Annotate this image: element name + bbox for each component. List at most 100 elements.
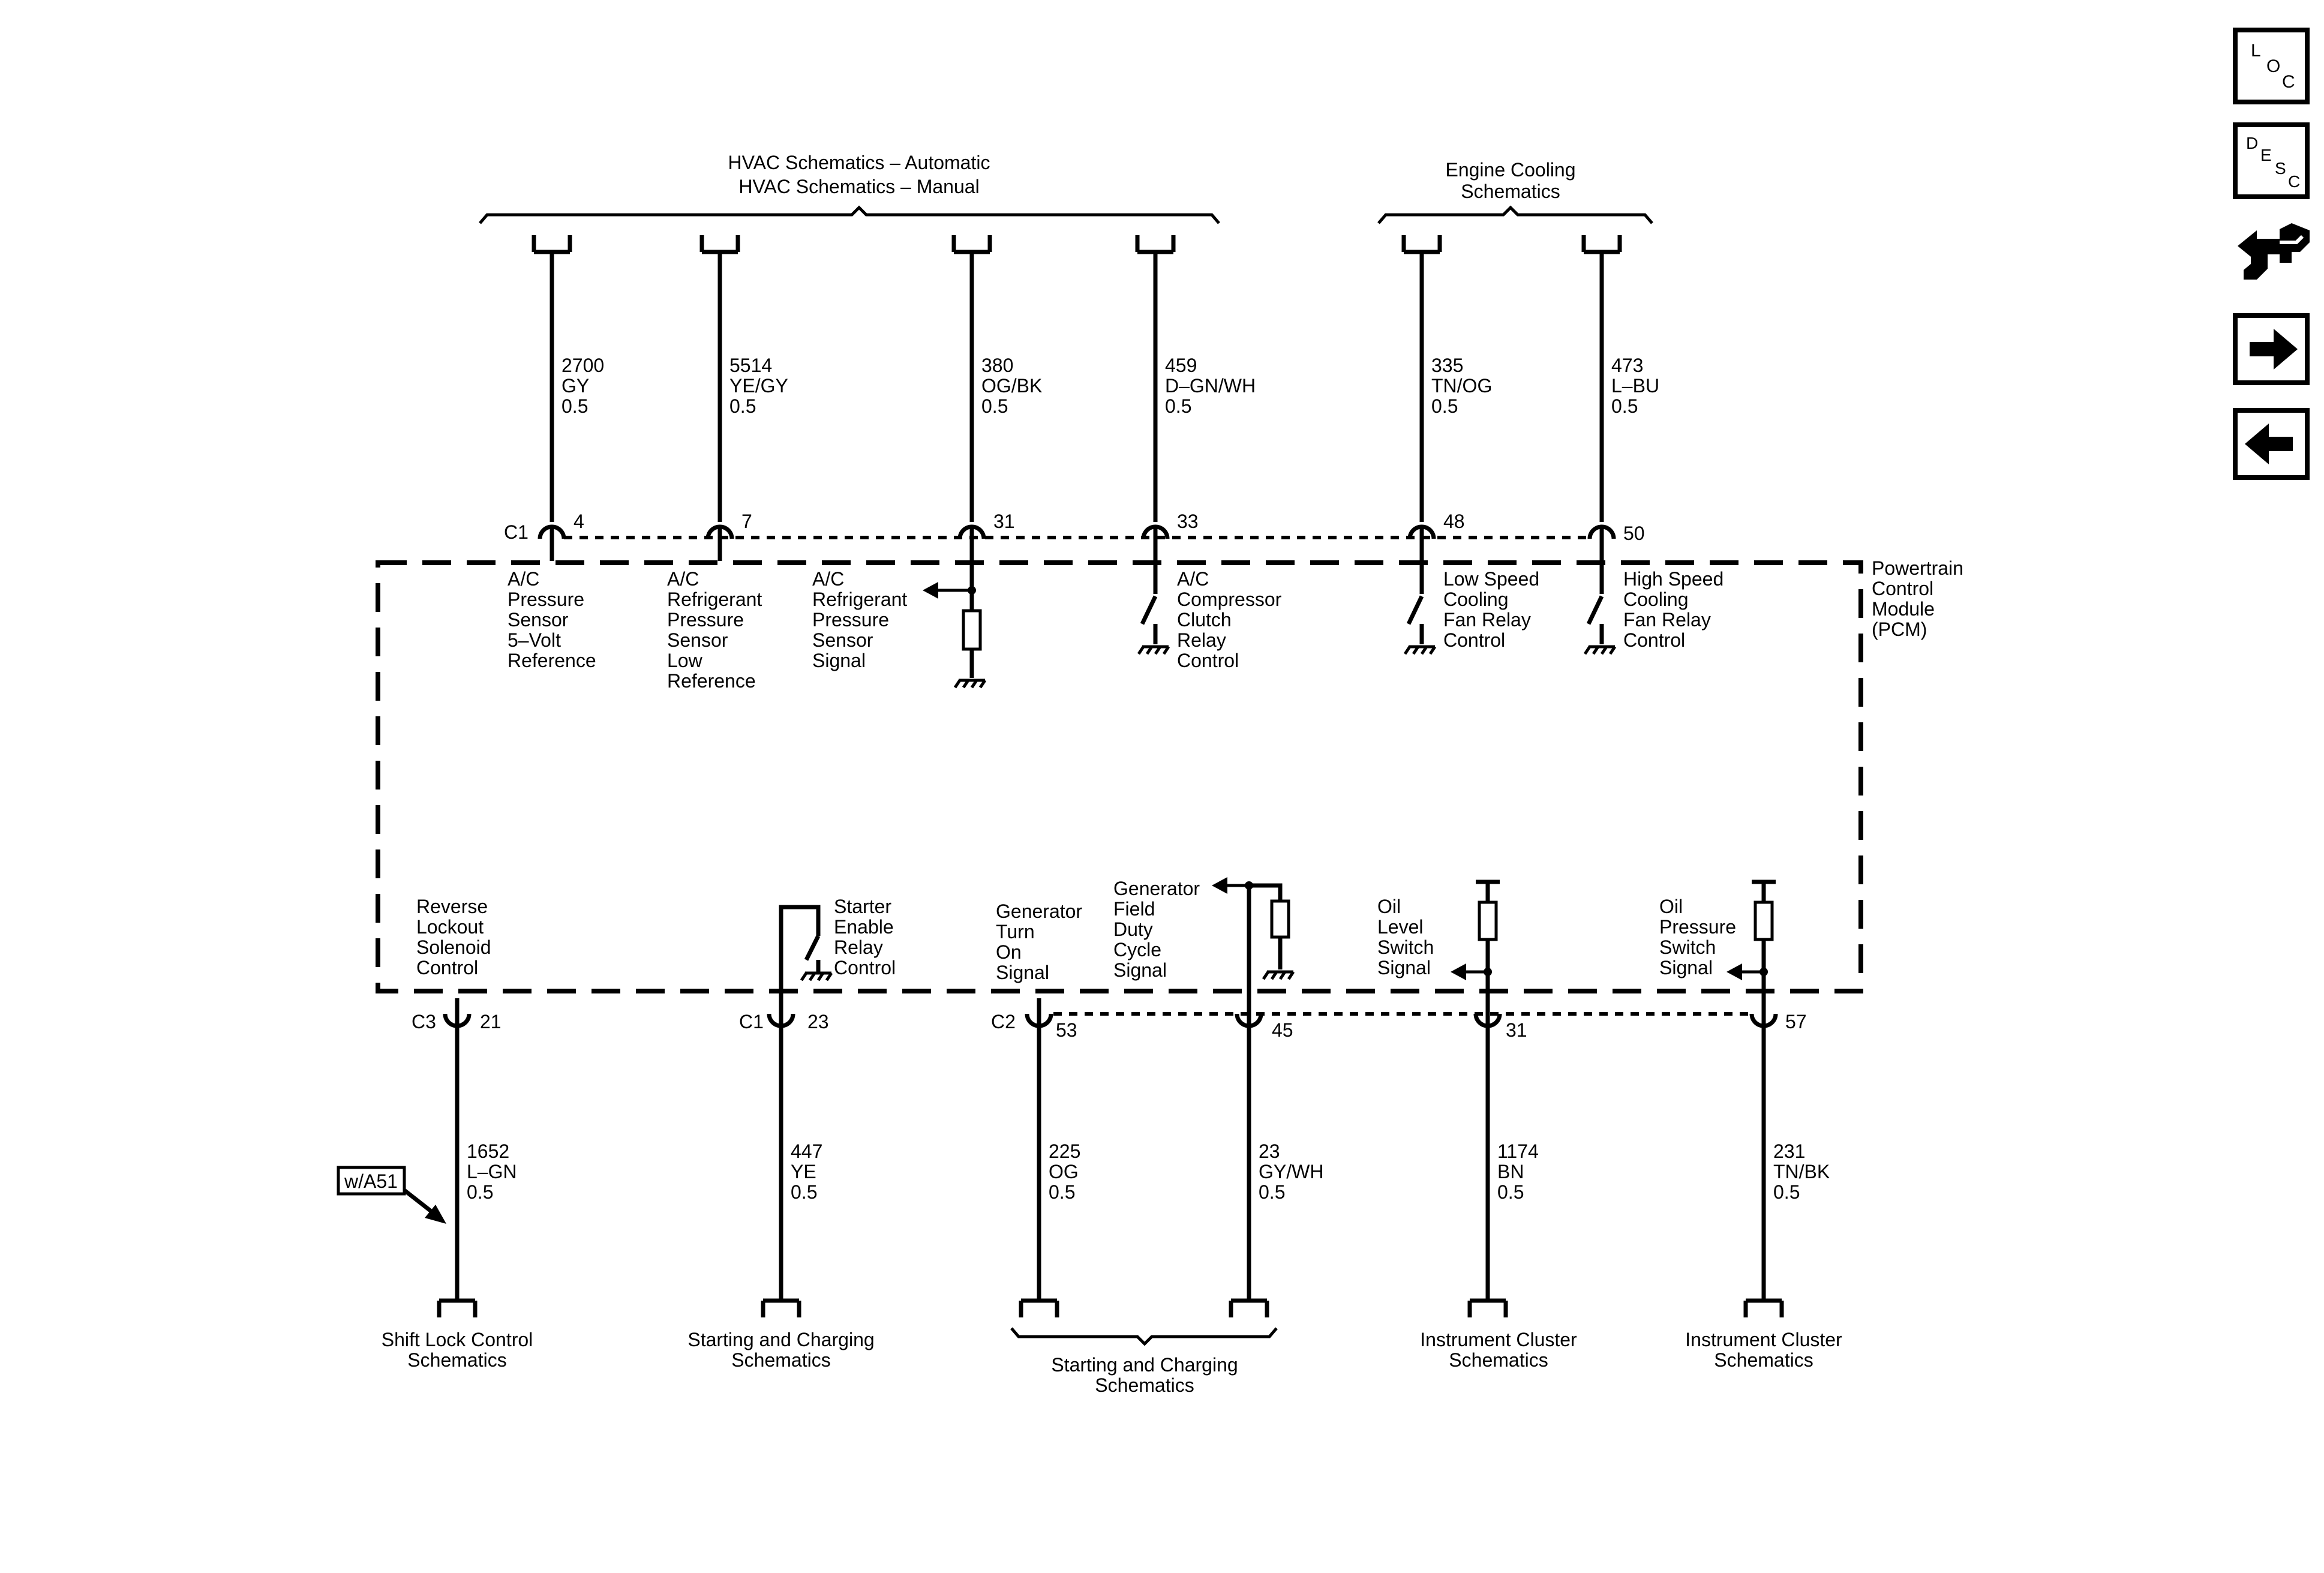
func-text: Field xyxy=(1113,898,1155,920)
wire-459-line xyxy=(1135,235,1176,522)
switch-icon xyxy=(1140,561,1158,644)
desc-letter: E xyxy=(2260,146,2272,164)
wire-gauge: 0.5 xyxy=(1773,1181,1800,1203)
desc-button[interactable]: D E S C xyxy=(2233,122,2310,199)
signal-arrow-icon xyxy=(923,582,976,599)
func-text: Solenoid xyxy=(416,936,491,958)
resistor-icon xyxy=(962,609,982,651)
func-text: Pressure xyxy=(812,609,889,631)
wire-circuit-number: 1652 xyxy=(467,1140,509,1162)
loc-button[interactable]: L O C xyxy=(2233,28,2310,104)
func-text: Reverse xyxy=(416,896,488,917)
wire-380-line xyxy=(951,235,992,522)
wire-gauge: 0.5 xyxy=(1611,395,1638,417)
starting-bracket xyxy=(1010,1327,1278,1346)
option-tag-label: w/A51 xyxy=(344,1170,398,1192)
func-text: High Speed xyxy=(1623,568,1724,590)
wire-color: D–GN/WH xyxy=(1165,375,1256,397)
arrow-left-icon xyxy=(2245,424,2293,464)
destination-label: Schematics xyxy=(1449,1349,1548,1371)
connector-label-c3: C3 xyxy=(412,1011,436,1032)
func-text: Control xyxy=(416,957,478,978)
destination-label: Instrument Cluster xyxy=(1685,1329,1842,1350)
func-text: Lockout xyxy=(416,916,484,938)
loc-letter: O xyxy=(2266,56,2280,76)
connector-exchange-icon[interactable] xyxy=(2238,223,2310,280)
next-page-button[interactable] xyxy=(2233,313,2310,385)
func-text: Switch xyxy=(1659,936,1716,958)
loc-letter: L xyxy=(2251,41,2261,61)
wire-gauge: 0.5 xyxy=(1165,395,1191,417)
wire-circuit-number: 231 xyxy=(1773,1140,1805,1162)
hvac-schematics-link[interactable]: HVAC Schematics – Automatic HVAC Schemat… xyxy=(479,152,1220,224)
starting-charging-schematics-link[interactable]: Starting and Charging Schematics xyxy=(687,1329,874,1371)
starting-charging-schematics-group-link[interactable]: Starting and Charging Schematics xyxy=(1010,1327,1278,1396)
switch-icon xyxy=(1586,561,1604,644)
wire-23-gy-wh: 23 GY/WH 0.5 xyxy=(1229,1025,1323,1317)
func-generator-turn-on: Generator Turn On Signal xyxy=(996,900,1082,983)
arrow-right-icon xyxy=(2250,329,2298,370)
shift-lock-schematics-link[interactable]: Shift Lock Control Schematics xyxy=(382,1329,533,1371)
wire-color: OG/BK xyxy=(981,375,1042,397)
func-text: Low Speed xyxy=(1443,568,1539,590)
wire-2700-line xyxy=(532,235,572,522)
engine-cooling-schematics-link[interactable]: Engine Cooling Schematics xyxy=(1377,159,1653,224)
pin-number: 33 xyxy=(1177,511,1199,532)
pin-number: 31 xyxy=(1506,1019,1527,1041)
wire-gauge: 0.5 xyxy=(1497,1181,1524,1203)
destination-label: Schematics xyxy=(1095,1374,1194,1396)
ground-icon xyxy=(1583,645,1617,655)
switch-icon xyxy=(1406,561,1424,644)
func-text: A/C xyxy=(667,568,699,590)
pin-number: 45 xyxy=(1272,1019,1293,1041)
option-arrow-line xyxy=(403,1188,434,1214)
connector-exchange-highlight xyxy=(2280,235,2304,244)
resistor-icon xyxy=(1270,899,1290,939)
func-text: Reference xyxy=(508,650,596,671)
instrument-cluster-schematics-link-2[interactable]: Instrument Cluster Schematics xyxy=(1685,1329,1842,1371)
wire-473-l-bu: 473 L–BU 0.5 xyxy=(1581,235,1659,522)
wire-gauge: 0.5 xyxy=(981,395,1008,417)
previous-page-button[interactable] xyxy=(2233,408,2310,480)
pin-terminal: 33 xyxy=(1141,511,1199,561)
func-ac-pressure-5v-ref: A/C Pressure Sensor 5–Volt Reference xyxy=(508,568,596,671)
wire-335-tn-og: 335 TN/OG 0.5 xyxy=(1401,235,1492,522)
func-text: Control xyxy=(1177,650,1239,671)
wire-color: L–BU xyxy=(1611,375,1659,397)
wire-color: GY xyxy=(562,375,589,397)
func-text: Signal xyxy=(812,650,866,671)
wire-5514-line xyxy=(699,235,740,522)
func-text: Sensor xyxy=(667,629,728,651)
option-arrow-icon xyxy=(425,1205,446,1224)
desc-button-frame xyxy=(2233,122,2310,199)
option-tag-box xyxy=(337,1166,406,1196)
ground-icon xyxy=(1403,645,1437,655)
loc-letter: C xyxy=(2282,72,2295,92)
connector-exchange-shape xyxy=(2238,223,2310,280)
func-text: Relay xyxy=(834,936,883,958)
func-text: Control xyxy=(1623,629,1685,651)
func-text: Level xyxy=(1377,916,1424,938)
func-text: Signal xyxy=(1113,959,1167,981)
func-text: Pressure xyxy=(1659,916,1736,938)
func-text: Refrigerant xyxy=(667,589,762,610)
pcm-label-line1: Powertrain xyxy=(1872,557,1963,579)
pcm-outline xyxy=(376,560,1863,993)
instrument-cluster-schematics-link-1[interactable]: Instrument Cluster Schematics xyxy=(1420,1329,1577,1371)
pin-terminal: 31 xyxy=(957,511,1015,561)
destination-label: Starting and Charging xyxy=(1051,1354,1238,1376)
wire-380-og-bk: 380 OG/BK 0.5 xyxy=(951,235,1042,522)
engine-cooling-schematics-label: Schematics xyxy=(1461,181,1560,202)
pin-number: 57 xyxy=(1785,1011,1807,1032)
func-text: Sensor xyxy=(812,629,873,651)
func-text: On xyxy=(996,941,1022,963)
pin-number: 7 xyxy=(741,511,752,532)
pin-terminal: 7 xyxy=(705,511,752,561)
wire-color: TN/OG xyxy=(1431,375,1492,397)
wire-231-tn-bk: 231 TN/BK 0.5 xyxy=(1743,1025,1830,1317)
wire-gauge: 0.5 xyxy=(562,395,588,417)
connector-label-c2: C2 xyxy=(991,1011,1016,1032)
connector-c1-bottom: C1 23 xyxy=(739,998,829,1032)
func-text: Clutch xyxy=(1177,609,1232,631)
pin-number: 4 xyxy=(574,511,584,532)
